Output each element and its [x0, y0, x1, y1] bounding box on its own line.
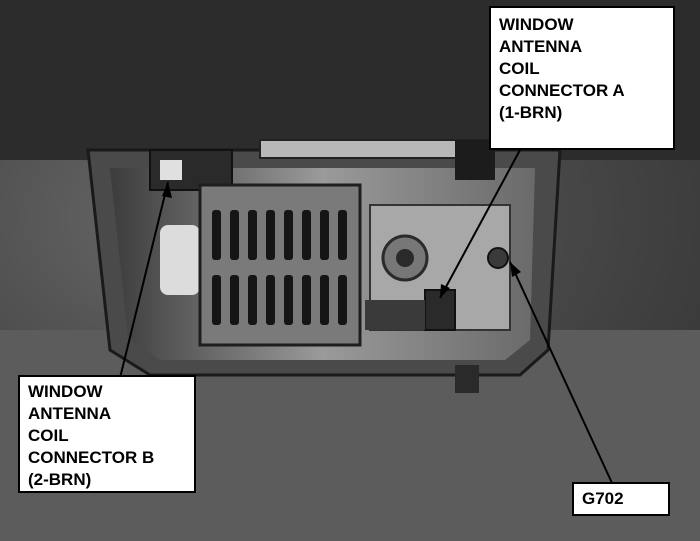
arrow-connector-a: [440, 284, 450, 298]
callout-a-line-2: ANTENNA: [499, 37, 583, 56]
callout-b-line-5: (2-BRN): [28, 470, 92, 489]
wire-harness: [365, 300, 425, 330]
grille-slot: [320, 210, 329, 260]
connector-b-tab: [160, 160, 182, 180]
callout-b-line-4: CONNECTOR B: [28, 448, 155, 467]
grille-slot: [320, 275, 329, 325]
grille-slot: [302, 275, 311, 325]
grille-slot: [266, 210, 275, 260]
leader-ground: [509, 261, 613, 484]
grille-slot: [212, 275, 221, 325]
arrow-connector-b: [162, 182, 172, 198]
grille-slot: [230, 210, 239, 260]
callout-a-line-4: CONNECTOR A: [499, 81, 625, 100]
ground-bolt: [487, 247, 509, 269]
callout-b-line-1: WINDOW: [28, 382, 103, 401]
grille-slot: [248, 275, 257, 325]
grille-slot: [302, 210, 311, 260]
arrow-ground: [510, 262, 521, 277]
callout-connector-a: WINDOW ANTENNA COIL CONNECTOR A (1-BRN): [489, 6, 675, 150]
callout-connector-b: WINDOW ANTENNA COIL CONNECTOR B (2-BRN): [18, 375, 196, 493]
callout-b-line-2: ANTENNA: [28, 404, 112, 423]
hinge-block: [455, 140, 495, 180]
callout-a-line-5: (1-BRN): [499, 103, 563, 122]
grille-slot: [284, 210, 293, 260]
callout-ground-text: G702: [582, 489, 624, 508]
grille-slot: [284, 275, 293, 325]
callout-a-line-1: WINDOW: [499, 15, 574, 34]
leader-connector-b: [119, 181, 169, 379]
callout-a-line-3: COIL: [499, 59, 540, 78]
grille-slots: [212, 210, 347, 325]
grille-slot: [338, 210, 347, 260]
left-cylinder: [160, 225, 200, 295]
bracket-hole: [396, 249, 414, 267]
grille-slot: [230, 275, 239, 325]
grille-plate: [198, 183, 362, 347]
bottom-tab: [455, 365, 479, 393]
grille-slot: [266, 275, 275, 325]
leader-connector-a: [439, 149, 521, 299]
grille-slot: [338, 275, 347, 325]
callout-b-line-3: COIL: [28, 426, 69, 445]
callout-ground: G702: [572, 482, 670, 516]
grille-slot: [212, 210, 221, 260]
grille-slot: [248, 210, 257, 260]
